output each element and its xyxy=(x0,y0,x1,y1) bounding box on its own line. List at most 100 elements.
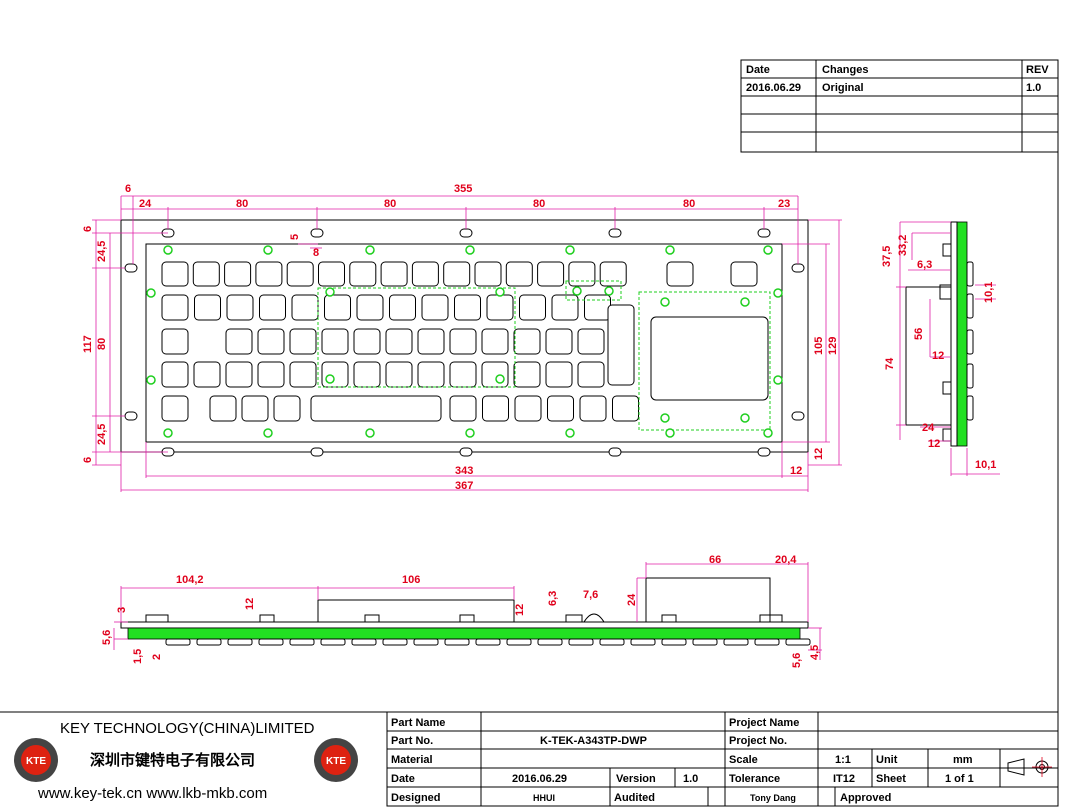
screw xyxy=(660,413,670,423)
key-row3 xyxy=(449,328,477,355)
bottom-dim-12-b: 12 xyxy=(514,604,526,616)
key-row5 xyxy=(547,395,574,422)
bottom-dim-2: 2 xyxy=(151,654,163,660)
screw xyxy=(604,286,614,296)
screw xyxy=(163,245,173,255)
key-row4 xyxy=(417,361,445,388)
bottom-keycap xyxy=(289,638,315,646)
key-row1 xyxy=(380,261,408,287)
key-row1 xyxy=(161,261,189,287)
touchpad-module-outline xyxy=(638,291,771,431)
side-pcb xyxy=(956,221,968,447)
company-websites: www.key-tek.cn www.lkb-mkb.com xyxy=(37,785,267,802)
tb-designed-value: HHUI xyxy=(533,793,555,803)
key-row2 xyxy=(161,294,189,321)
screw xyxy=(773,375,783,385)
screw xyxy=(146,375,156,385)
tb-scale-value: 1:1 xyxy=(835,754,851,766)
side-touchpad-module xyxy=(905,286,952,426)
key-row4 xyxy=(193,361,221,388)
bottom-keycap xyxy=(382,638,408,646)
key-row3 xyxy=(577,328,605,355)
bottom-keycap xyxy=(661,638,687,646)
key-row3 xyxy=(225,328,253,355)
tb-audited-label: Audited xyxy=(614,792,655,804)
key-row4 xyxy=(353,361,381,388)
key-row1 xyxy=(537,261,565,287)
screw xyxy=(365,428,375,438)
rev-header-date: Date xyxy=(746,64,770,76)
bottom-view: 104,2 106 66 20,4 3 12 12 6,3 7,6 24 5,6… xyxy=(101,554,822,668)
bottom-keycap xyxy=(754,638,780,646)
side-dim-10-1-top: 10,1 xyxy=(983,282,995,303)
tb-reviewer: Tony Dang xyxy=(750,793,796,803)
screw xyxy=(163,428,173,438)
key-row3 xyxy=(417,328,445,355)
key-row2 xyxy=(356,294,384,321)
key-row4 xyxy=(481,361,509,388)
key-row3 xyxy=(513,328,541,355)
screw xyxy=(495,374,505,384)
bottom-keycap xyxy=(785,638,811,646)
key-row4 xyxy=(385,361,413,388)
bottom-dim-5-6-right: 5,6 xyxy=(791,653,803,668)
screw xyxy=(763,428,773,438)
mounting-slots xyxy=(124,228,805,457)
key-row3 xyxy=(353,328,381,355)
key-row3 xyxy=(289,328,317,355)
key-row5 xyxy=(273,395,301,422)
bottom-keycap xyxy=(537,638,563,646)
key-row3 xyxy=(481,328,509,355)
key-row1 xyxy=(443,261,471,287)
key-row5 xyxy=(161,395,189,422)
front-view: 6 24 80 355 80 80 80 23 6 24,5 5 8 117 8… xyxy=(82,183,842,492)
bottom-keycap xyxy=(723,638,749,646)
key-row1 xyxy=(505,261,533,287)
key-row1 xyxy=(318,261,345,287)
bottom-dim-66: 66 xyxy=(709,554,721,566)
key-row4 xyxy=(321,361,349,388)
key-row5 xyxy=(449,395,477,422)
key-space xyxy=(310,395,442,422)
bottom-keycap xyxy=(196,638,222,646)
key-row1 xyxy=(192,261,220,287)
bottom-keycap xyxy=(227,638,253,646)
rev-row-rev: 1.0 xyxy=(1026,82,1041,94)
bottom-dim-5-6-left: 5,6 xyxy=(101,630,113,645)
side-dim-74: 74 xyxy=(884,357,896,370)
revision-table: Date Changes REV 2016.06.29 Original 1.0 xyxy=(740,59,1059,153)
key-row4 xyxy=(225,361,253,388)
dim-117: 117 xyxy=(82,335,94,353)
key-row1 xyxy=(349,261,377,287)
tb-approved-label: Approved xyxy=(840,792,891,804)
screws-group xyxy=(146,245,783,438)
tb-tolerance-label: Tolerance xyxy=(729,773,780,785)
tb-tolerance-value: IT12 xyxy=(833,773,855,785)
key-row2 xyxy=(454,294,481,321)
company-name-en: KEY TECHNOLOGY(CHINA)LIMITED xyxy=(60,720,315,737)
dim-5: 5 xyxy=(289,234,301,240)
bottom-keycap xyxy=(475,638,501,646)
side-panel xyxy=(950,221,958,447)
key-row4 xyxy=(545,361,573,388)
rev-header-changes: Changes xyxy=(822,64,868,76)
bottom-dim-4-5: 4,5 xyxy=(809,645,821,660)
bottom-dim-106: 106 xyxy=(402,574,420,586)
side-dim-10-1-bottom: 10,1 xyxy=(975,459,996,471)
key-row4 xyxy=(513,361,541,388)
screw xyxy=(465,428,475,438)
tb-part-no-value: K-TEK-A343TP-DWP xyxy=(540,735,647,747)
tb-date-value: 2016.06.29 xyxy=(512,773,567,785)
bottom-keys-group xyxy=(165,638,811,646)
company-name-cn: 深圳市键特电子有限公司 xyxy=(90,751,255,769)
rev-row-changes: Original xyxy=(822,82,864,94)
key-row5 xyxy=(482,395,509,422)
dim-80-d: 80 xyxy=(683,198,695,210)
tb-unit-value: mm xyxy=(953,754,973,766)
key-row2 xyxy=(259,294,286,321)
touchpad xyxy=(650,316,769,401)
front-dim-lines xyxy=(92,195,842,492)
key-row2 xyxy=(226,294,254,321)
bottom-keycap xyxy=(444,638,470,646)
tb-project-no-label: Project No. xyxy=(729,735,787,747)
